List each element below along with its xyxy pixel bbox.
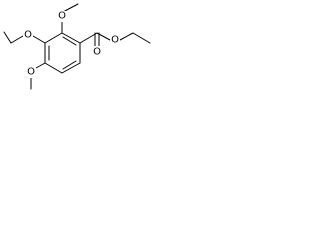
ring-bond [61, 62, 81, 74]
ethoxy-group [3, 31, 46, 44]
methoxy-group-top [61, 3, 79, 34]
atom-o-methoxy-bottom: O [26, 67, 36, 78]
bond [62, 3, 79, 13]
atom-o-carbonyl: O [92, 46, 102, 58]
chemical-structure-diagram: O O O O O [3, 3, 151, 90]
ring-double-bond [62, 60, 77, 70]
bond [119, 32, 134, 41]
bond [79, 32, 98, 44]
bond [35, 62, 46, 69]
bond [3, 31, 12, 44]
methoxy-group-bottom [30, 62, 46, 90]
atom-o-ester: O [110, 35, 120, 46]
atom-o-ethoxy: O [23, 30, 33, 41]
ring-bond [44, 62, 63, 74]
ethyl-ester-group [79, 32, 151, 47]
ring-bond [44, 32, 63, 44]
atom-label: O [27, 67, 35, 78]
benzene-ring [44, 32, 81, 74]
bond [132, 32, 151, 44]
atom-label: O [93, 47, 101, 58]
ring-double-bond [62, 36, 77, 46]
atom-label: O [58, 11, 66, 22]
bond [10, 35, 24, 44]
atom-label: O [111, 35, 119, 46]
bond [32, 35, 46, 44]
atom-label: O [24, 30, 32, 41]
atom-o-methoxy-top: O [57, 11, 67, 22]
ring-bond [61, 32, 81, 44]
